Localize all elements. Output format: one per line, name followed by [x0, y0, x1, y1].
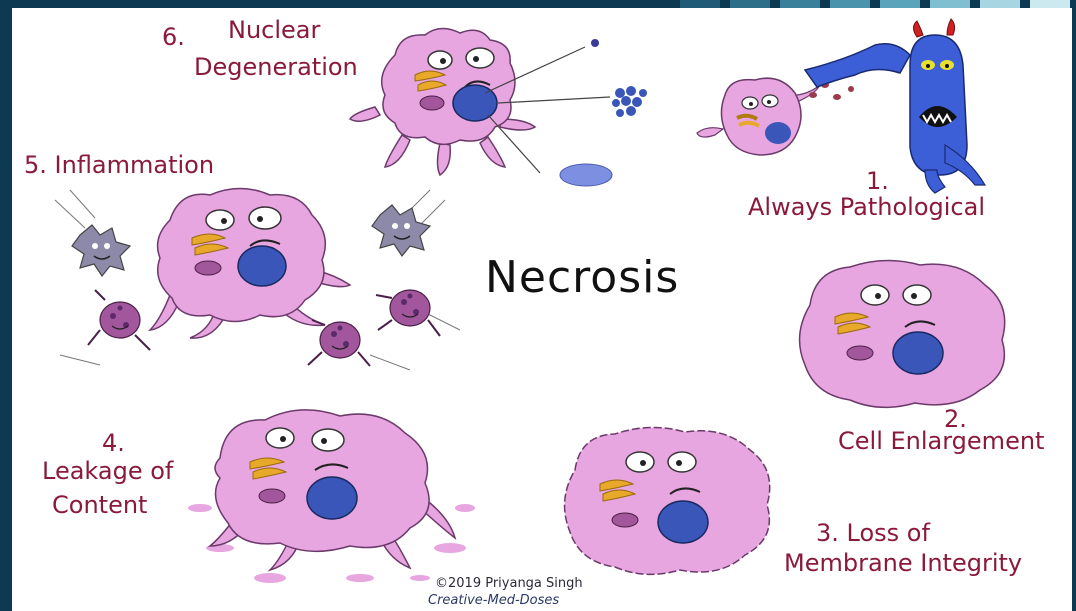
- label-6-line1: Nuclear: [228, 15, 320, 45]
- victim-cell: [697, 78, 820, 155]
- copyright-credit: ©2019 Priyanga Singh: [435, 576, 583, 591]
- label-2-text: Cell Enlargement: [838, 426, 1044, 456]
- nucleus: [658, 501, 708, 543]
- top-tile: [730, 0, 770, 8]
- cell-body: [382, 28, 515, 144]
- nucleus: [893, 332, 943, 374]
- organelle: [612, 513, 638, 527]
- neutrophil-left: [88, 290, 150, 350]
- nuclear-fragment-large: [560, 164, 612, 186]
- top-tile: [880, 0, 920, 8]
- label-5: 5. Inflammation: [24, 150, 214, 180]
- page-title: Necrosis: [485, 252, 679, 303]
- label-4-line2: Content: [52, 490, 147, 520]
- organelle: [847, 346, 873, 360]
- nucleus: [307, 477, 357, 519]
- top-tile: [830, 0, 870, 8]
- label-1-text: Always Pathological: [748, 192, 985, 222]
- cell-body: [565, 427, 770, 574]
- organelle: [420, 96, 444, 110]
- top-tile: [1030, 0, 1070, 8]
- neutrophil-center: [308, 320, 370, 366]
- top-tile: [680, 0, 720, 8]
- nucleus: [238, 246, 286, 286]
- cell-enlargement: [790, 255, 1020, 415]
- top-tile: [780, 0, 820, 8]
- organelle: [259, 489, 285, 503]
- label-6-number: 6.: [162, 22, 185, 52]
- top-tile: [930, 0, 970, 8]
- nuclear-fragment-small: [591, 39, 599, 47]
- label-6-line2: Degeneration: [194, 52, 358, 82]
- demon-monster: [805, 19, 985, 193]
- cell-body: [800, 260, 1005, 407]
- macrophage-left: [72, 225, 130, 276]
- right-border: [1072, 8, 1076, 611]
- cell-leakage: [180, 398, 480, 588]
- organelle: [195, 261, 221, 275]
- neutrophil-right: [376, 290, 440, 336]
- cell-nuclear-degeneration: [340, 15, 640, 190]
- macrophage-right: [372, 205, 430, 256]
- top-tile: [980, 0, 1020, 8]
- source-credit: Creative-Med-Doses: [428, 593, 559, 608]
- label-4-line1: Leakage of: [42, 456, 173, 486]
- cell-membrane-loss: [555, 420, 785, 585]
- label-4-number: 4.: [102, 428, 125, 458]
- label-3-line2: Membrane Integrity: [784, 548, 1022, 578]
- cell-inflammation: [40, 180, 470, 390]
- label-3-line1: 3. Loss of: [816, 518, 930, 548]
